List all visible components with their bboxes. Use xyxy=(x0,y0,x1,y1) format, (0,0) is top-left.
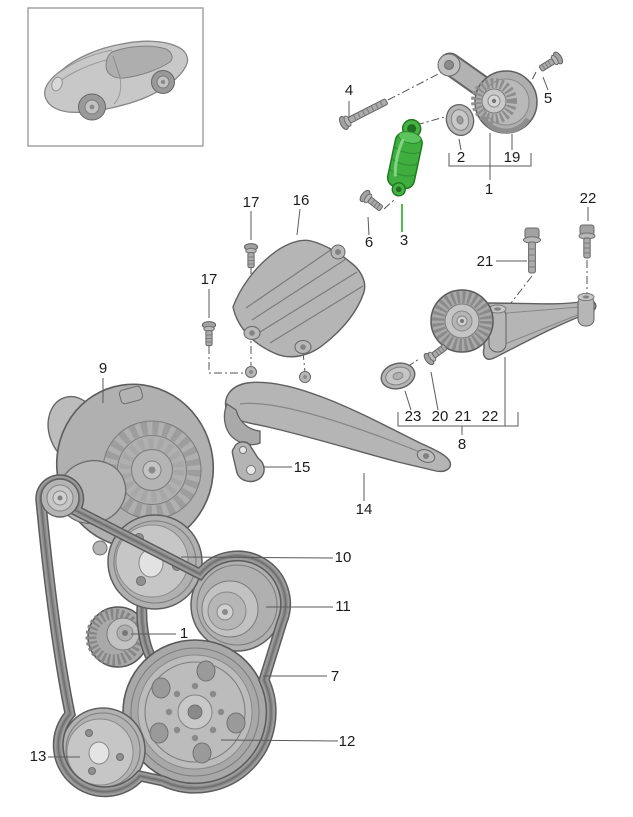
car-illustration xyxy=(44,40,189,121)
callout-12[interactable]: 12 xyxy=(339,733,356,750)
callout-16[interactable]: 16 xyxy=(293,192,310,209)
callout-8[interactable]: 8 xyxy=(458,436,466,453)
retaining-bracket-15 xyxy=(231,441,265,483)
callout-20[interactable]: 20 xyxy=(432,408,449,425)
callout-14[interactable]: 14 xyxy=(356,501,373,518)
callout-19[interactable]: 19 xyxy=(504,149,521,166)
headlight xyxy=(51,76,63,92)
idler-pulley xyxy=(430,289,494,353)
callout-6[interactable]: 6 xyxy=(365,234,373,251)
belt-tensioner-assembly xyxy=(437,52,538,137)
cover-cap-23 xyxy=(380,362,416,390)
pulley-cover-2 xyxy=(445,103,475,137)
pulley-11 xyxy=(190,558,284,652)
callout-17-lower[interactable]: 17 xyxy=(201,271,218,288)
callout-4[interactable]: 4 xyxy=(345,82,353,99)
alternator-9 xyxy=(47,383,215,556)
callout-23[interactable]: 23 xyxy=(405,408,422,425)
idler-pulley-assembly-8 xyxy=(380,289,597,390)
callout-7[interactable]: 7 xyxy=(331,668,339,685)
leader-lines xyxy=(48,76,589,758)
alternator-pulley xyxy=(40,478,80,518)
callout-3[interactable]: 3 xyxy=(400,232,408,249)
tensioner-pulley-19 xyxy=(471,78,517,124)
callout-1-pulley[interactable]: 1 xyxy=(180,625,188,642)
callout-1-assembly[interactable]: 1 xyxy=(485,181,493,198)
callout-5[interactable]: 5 xyxy=(544,90,552,107)
callout-17-upper[interactable]: 17 xyxy=(243,194,260,211)
callout-15[interactable]: 15 xyxy=(294,459,311,476)
callout-2[interactable]: 2 xyxy=(457,149,465,166)
callout-21-lower[interactable]: 21 xyxy=(455,408,472,425)
callout-22-upper[interactable]: 22 xyxy=(580,190,597,207)
support-bracket-14 xyxy=(223,366,452,473)
callout-11[interactable]: 11 xyxy=(335,598,351,615)
callout-13[interactable]: 13 xyxy=(30,748,47,765)
bolt-21 xyxy=(523,227,541,274)
vehicle-thumbnail xyxy=(27,7,204,147)
callout-labels: 4 5 2 19 1 22 17 16 6 3 21 17 9 23 20 21… xyxy=(30,82,597,765)
callout-22-lower[interactable]: 22 xyxy=(482,408,499,425)
bolt-22 xyxy=(578,224,596,259)
callout-9[interactable]: 9 xyxy=(99,360,107,377)
callout-10[interactable]: 10 xyxy=(335,549,352,566)
tensioner-damper-3-highlighted xyxy=(386,118,423,197)
callout-21-upper[interactable]: 21 xyxy=(477,253,494,270)
protective-cover-16 xyxy=(232,239,366,358)
